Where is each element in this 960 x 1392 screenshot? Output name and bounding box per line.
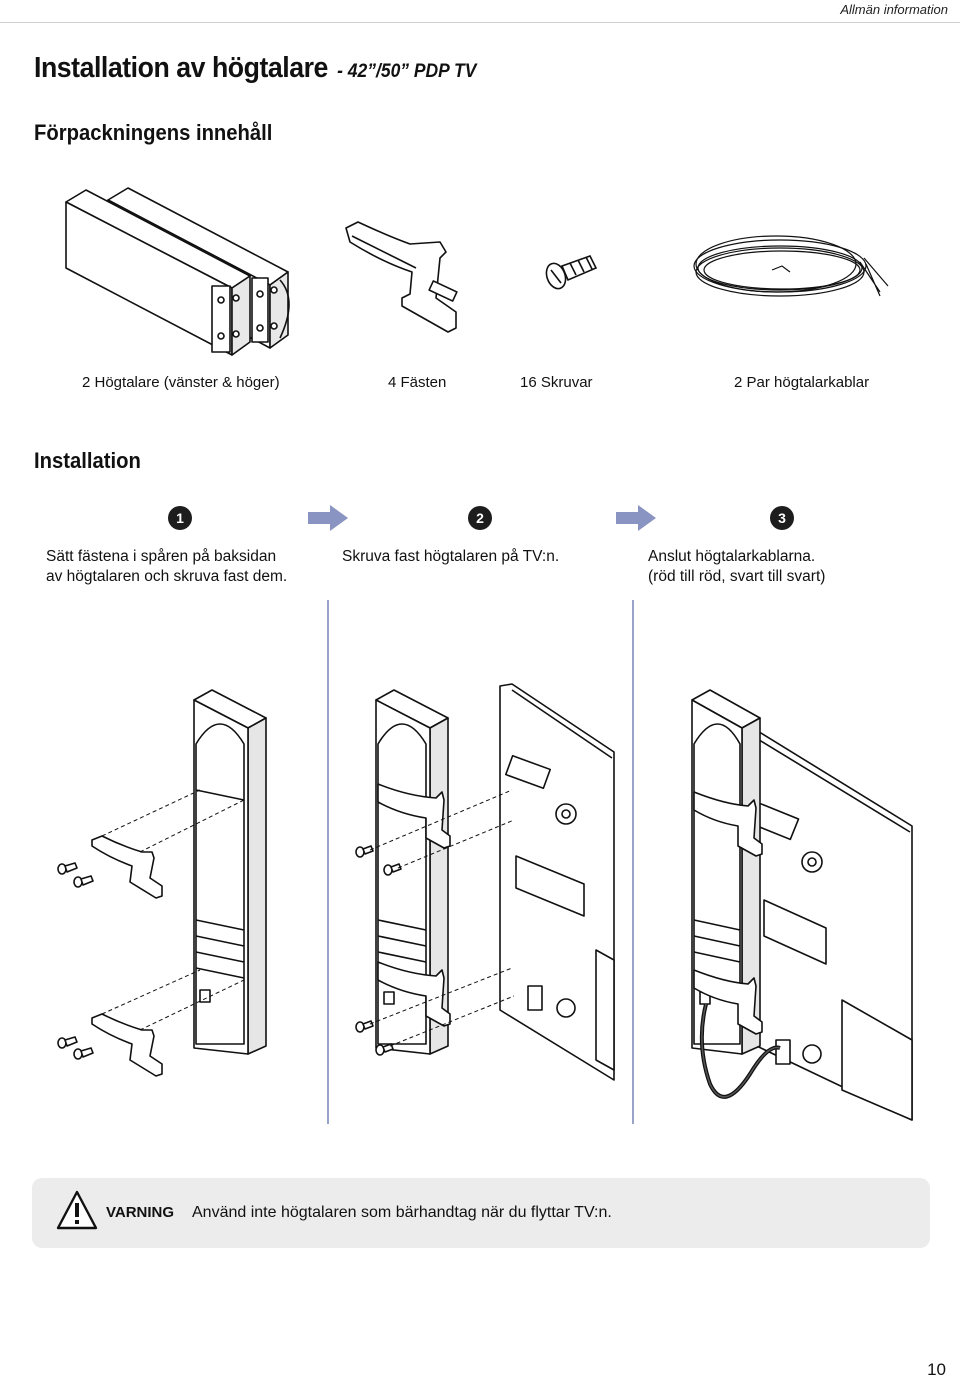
column-divider (327, 600, 329, 1124)
warning-triangle-icon (56, 1190, 98, 1230)
warning-box (32, 1178, 930, 1248)
step-1-line-1: Sätt fästena i spåren på baksidan (46, 548, 277, 565)
contents-item-cables: 2 Par högtalarkablar (734, 374, 870, 391)
step-3-line-1: Anslut högtalarkablarna. (648, 548, 816, 565)
arrow-right-icon (616, 505, 656, 531)
contents-heading: Förpackningens innehåll (34, 120, 273, 145)
step-2-line-1: Skruva fast högtalaren på TV:n. (342, 548, 560, 565)
section-label: Allmän information (840, 2, 948, 17)
warning-label: VARNING (106, 1204, 175, 1221)
title-main: Installation av högtalare (34, 52, 328, 84)
arrow-right-icon (308, 505, 348, 531)
step-3-text: Anslut högtalarkablarna. (röd till röd, … (648, 547, 825, 587)
title-subtitle: - 42”/50” PDP TV (337, 61, 477, 82)
step-3-line-2: (röd till röd, svart till svart) (648, 568, 826, 585)
page-number: 10 (927, 1360, 946, 1379)
step-1-line-2: av högtalaren och skruva fast dem. (46, 568, 288, 585)
column-divider (632, 600, 634, 1124)
step-2-number: 2 (468, 506, 492, 530)
header-divider (0, 22, 960, 23)
installation-heading: Installation (34, 448, 141, 473)
page-title: Installation av högtalare - 42”/50” PDP T… (34, 52, 476, 85)
step-2-text: Skruva fast högtalaren på TV:n. (342, 547, 559, 567)
step-1-number: 1 (168, 506, 192, 530)
contents-item-screws: 16 Skruvar (520, 374, 593, 391)
step-3-number: 3 (770, 506, 794, 530)
contents-item-brackets: 4 Fästen (388, 374, 447, 391)
step-1-text: Sätt fästena i spåren på baksidan av hög… (46, 547, 287, 587)
contents-item-speakers: 2 Högtalare (vänster & höger) (82, 374, 280, 391)
warning-text: Använd inte högtalaren som bärhandtag nä… (192, 1204, 612, 1221)
